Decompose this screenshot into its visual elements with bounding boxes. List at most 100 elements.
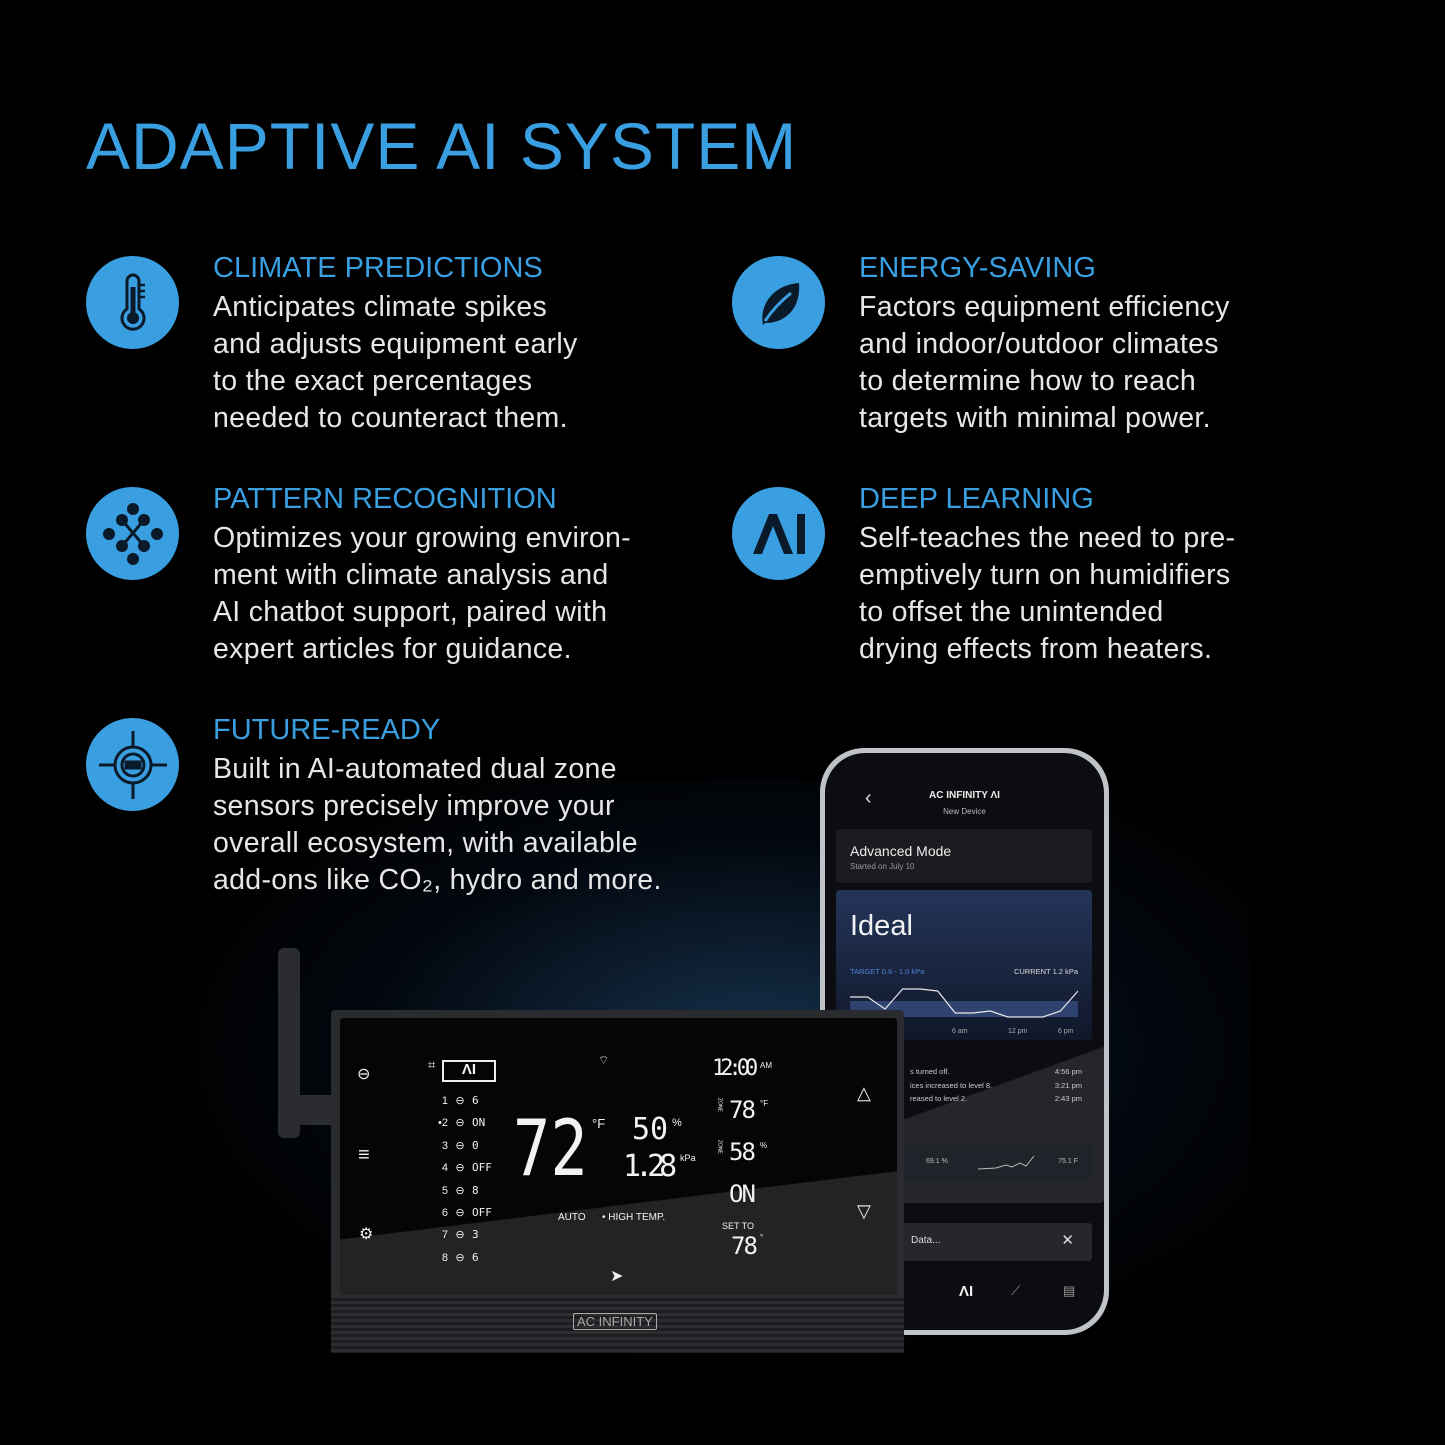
port-number: 7 [441, 1229, 448, 1242]
port-value: OFF [472, 1161, 492, 1175]
leaf-icon [732, 256, 825, 349]
advanced-mode-card[interactable]: Advanced Mode Started on July 10 [836, 829, 1092, 883]
thermometer-icon [86, 256, 179, 349]
port-value: 8 [472, 1183, 479, 1197]
port-row: 6 ⊖ OFF [432, 1202, 492, 1224]
set-to-unit: ° [760, 1233, 764, 1242]
mode-subtitle: Started on July 10 [850, 862, 915, 871]
port-number: 8 [441, 1251, 448, 1264]
brand-logo: AC INFINITY [573, 1313, 657, 1330]
wifi-icon: ⌔ [598, 1053, 610, 1067]
sensor-target-icon [86, 718, 179, 811]
zone-humidity-unit: % [760, 1141, 768, 1150]
status-label: Ideal [850, 910, 913, 942]
temperature-display: 72 [513, 1102, 588, 1194]
port-value: OFF [472, 1206, 492, 1220]
port-value: 6 [472, 1094, 479, 1107]
port-row: 7 ⊖ 3 [432, 1224, 492, 1246]
antenna [278, 948, 300, 1138]
port-row: 3⊖0 [432, 1135, 492, 1157]
banner-text: Data... [911, 1235, 941, 1246]
vpd-display: 1.28 [623, 1149, 677, 1184]
port-row: 4⊖OFF [432, 1157, 492, 1179]
humidity-display: 50 [632, 1112, 669, 1147]
port-value: 3 [472, 1228, 479, 1242]
clock-display: 12:00 [712, 1056, 758, 1081]
ai-chip-icon: ⌗ [428, 1057, 436, 1072]
zone-temp-unit: °F [760, 1099, 769, 1108]
x-tick: 12 pm [1008, 1028, 1028, 1035]
grille [331, 1295, 904, 1353]
temp-sparkline-icon [977, 1155, 1035, 1170]
menu-icon[interactable]: ≡ [358, 1144, 370, 1166]
x-tick: 6 am [952, 1028, 968, 1035]
feature-heading: FUTURE-READY [213, 714, 441, 746]
gear-icon[interactable]: ⚙ [359, 1226, 374, 1243]
close-icon[interactable]: ✕ [1061, 1232, 1074, 1249]
zone-label: ZONE [716, 1140, 723, 1154]
target-band [850, 1001, 1078, 1017]
feature-heading: DEEP LEARNING [859, 483, 1094, 515]
page-title: ADAPTIVE AI SYSTEM [86, 109, 798, 183]
port-icon: ⊖ [455, 1229, 465, 1242]
vpd-chart [850, 988, 1078, 1018]
back-icon[interactable]: ‹ [865, 787, 872, 809]
nav-list-icon[interactable]: ▤ [1063, 1283, 1076, 1298]
feature-heading: CLIMATE PREDICTIONS [213, 252, 543, 284]
target-range: TARGET 0.6 - 1.0 kPa [850, 967, 925, 976]
nav-ai-tab[interactable]: ΛI [959, 1283, 974, 1300]
port-icon: ⊖ [455, 1251, 465, 1264]
port-row: 5 ⊖ 8 [432, 1180, 492, 1202]
up-arrow-icon[interactable]: △ [857, 1083, 871, 1103]
zone-label: ZONE [716, 1098, 723, 1112]
vpd-unit: kPa [680, 1153, 696, 1163]
port-number: 1 [441, 1095, 448, 1107]
port-icon: ⊖ [455, 1162, 465, 1175]
port-number: 6 [441, 1207, 448, 1220]
antenna-mount [296, 1095, 336, 1125]
vpd-line [850, 988, 1078, 1018]
alert-label: • HIGH TEMP. [602, 1212, 666, 1223]
humidity-unit: % [672, 1117, 682, 1129]
feature-text: Optimizes your growing environ-ment with… [213, 522, 631, 665]
ai-mode-badge: ΛI [442, 1060, 496, 1082]
set-to-display: 78 [731, 1232, 758, 1260]
app-title: AC INFINITY ΛI [929, 790, 1000, 801]
log-texts: s turned off.ices increased to level 8.r… [910, 1067, 993, 1103]
temp-unit: °F [592, 1116, 606, 1131]
x-tick: 6 pm [1058, 1028, 1074, 1035]
zone-humidity-display: 58 [729, 1138, 756, 1166]
port-row: •2 ⊖ ON [432, 1112, 492, 1134]
feature-heading: PATTERN RECOGNITION [213, 483, 557, 515]
device-subtitle: New Device [943, 807, 986, 816]
port-row: 8 ⊖ 6 [432, 1247, 492, 1269]
port-icon: ⊖ [455, 1095, 465, 1107]
port-icon: ⊖ [455, 1117, 465, 1130]
port-value: 6 [472, 1250, 479, 1264]
nav-chart-icon[interactable]: ⟋ [1011, 1283, 1021, 1298]
clock-suffix: AM [760, 1061, 772, 1070]
current-value: CURRENT 1.2 kPa [1013, 967, 1078, 976]
port-icon[interactable]: ⊖ [357, 1066, 371, 1083]
port-icon: ⊖ [455, 1207, 465, 1220]
port-number: 3 [441, 1139, 448, 1152]
mode-label: AUTO [558, 1212, 586, 1223]
port-row: 1 ⊖ 6 [432, 1090, 492, 1112]
temp-reading: 75.1 F [1058, 1158, 1078, 1165]
port-value: ON [472, 1116, 486, 1130]
down-arrow-icon[interactable]: ▽ [857, 1201, 871, 1221]
feature-heading: ENERGY-SAVING [859, 252, 1096, 284]
port-icon: ⊖ [455, 1184, 465, 1197]
port-number: 5 [441, 1184, 448, 1197]
humidity-reading: 69.1 % [926, 1158, 948, 1165]
ai-logo-icon [732, 487, 825, 580]
mode-title: Advanced Mode [850, 843, 952, 859]
port-number: •2 [438, 1117, 448, 1130]
set-to-label: SET TO [722, 1221, 755, 1231]
